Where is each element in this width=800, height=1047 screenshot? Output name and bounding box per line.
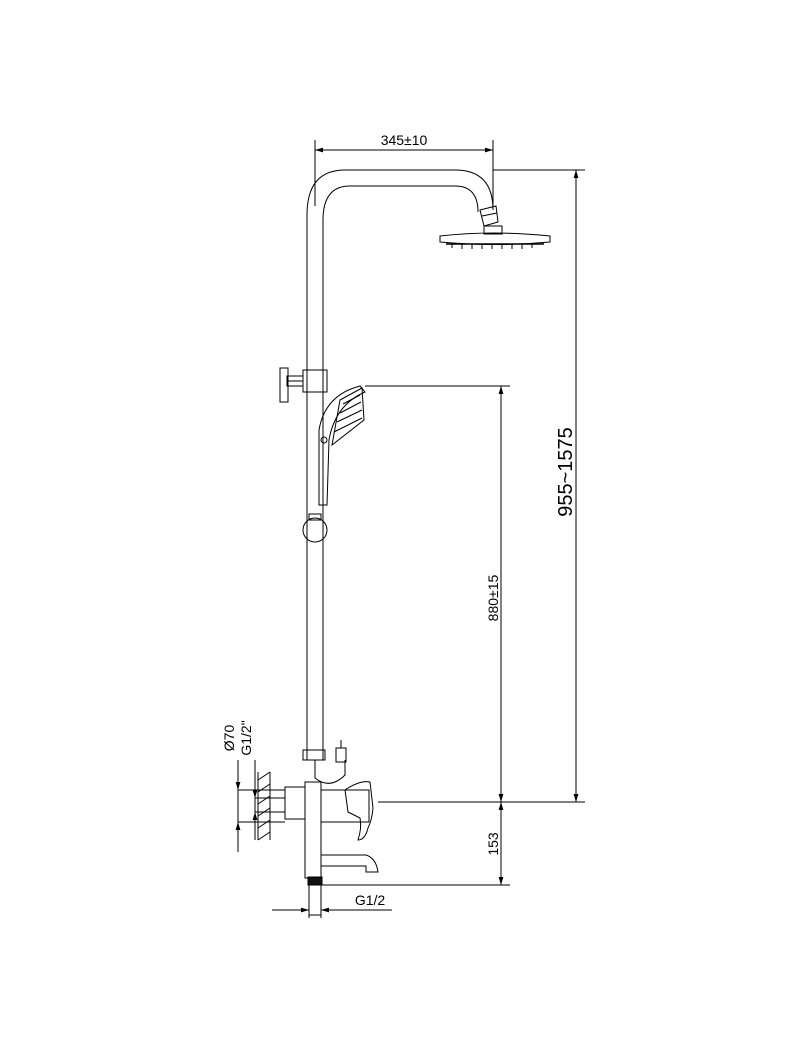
bottom-thread-label: G1/2 [355,892,386,908]
shower-head-nozzles [451,244,533,249]
hand-shower-height-label: 880±15 [485,574,501,621]
slider-bracket [279,367,328,403]
riser-pipe [306,169,494,760]
dimension-bottom-thread: G1/2 [272,892,392,918]
dimension-spout-height: 153 [322,802,510,886]
wall-connection [257,771,306,841]
dimension-head-offset: 345±10 [314,132,494,206]
dimension-hand-shower-height: 880±15 [365,385,510,803]
spout-height-label: 153 [485,832,501,856]
hand-shower [318,385,366,506]
wall-thread-label: G1/2" [238,720,254,755]
head-offset-label: 345±10 [381,132,428,148]
wall-hatch [257,771,271,841]
total-height-label: 955~1575 [555,427,577,517]
wall-diameter-label: Ø70 [221,725,237,752]
dimension-wall-connection: Ø70 G1/2" [221,720,285,852]
dimension-total-height: 955~1575 [493,169,585,803]
rail-knob [302,513,328,543]
diverter [302,740,347,784]
overhead-shower-head [439,205,551,249]
